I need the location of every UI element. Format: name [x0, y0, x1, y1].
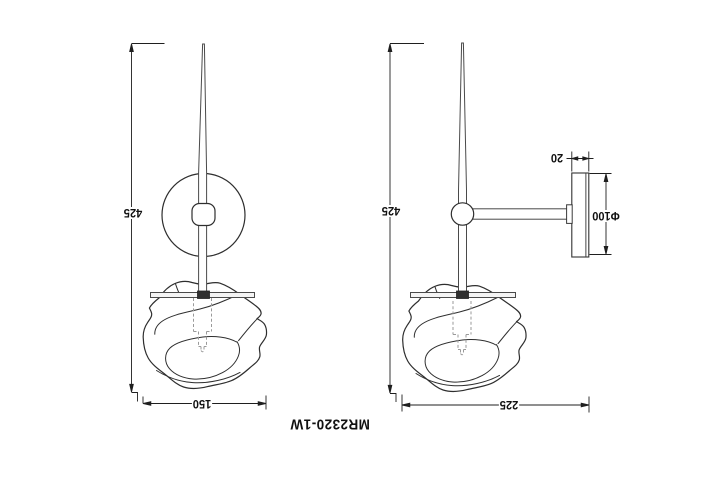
- model-number-label: MR2320-1W: [290, 415, 370, 433]
- glass-rock-shade-side: [402, 283, 527, 393]
- side-height-label: 425: [380, 204, 402, 218]
- front-width-label: 150: [191, 397, 213, 411]
- side-view-drawing: [402, 42, 590, 393]
- front-view-drawing: [142, 43, 268, 390]
- arm-flange: [566, 204, 573, 224]
- ball-joint-side: [450, 202, 475, 226]
- side-depth-label: 225: [498, 398, 520, 412]
- dim-plate-thickness: [566, 151, 594, 172]
- dim-front-width: [142, 395, 267, 410]
- spike-stem-side: [458, 42, 467, 293]
- plate-thickness-label: 20: [549, 151, 565, 165]
- dim-side-height: [387, 43, 424, 402]
- dim-side-depth: [401, 394, 590, 413]
- ball-joint-front: [191, 202, 216, 227]
- shade-connector-front: [197, 290, 210, 299]
- shade-connector-side: [456, 290, 469, 299]
- spike-stem-front: [198, 43, 208, 293]
- mounting-arm: [472, 208, 568, 220]
- plate-diameter-label: Φ100: [591, 209, 621, 223]
- front-height-label: 425: [122, 206, 144, 220]
